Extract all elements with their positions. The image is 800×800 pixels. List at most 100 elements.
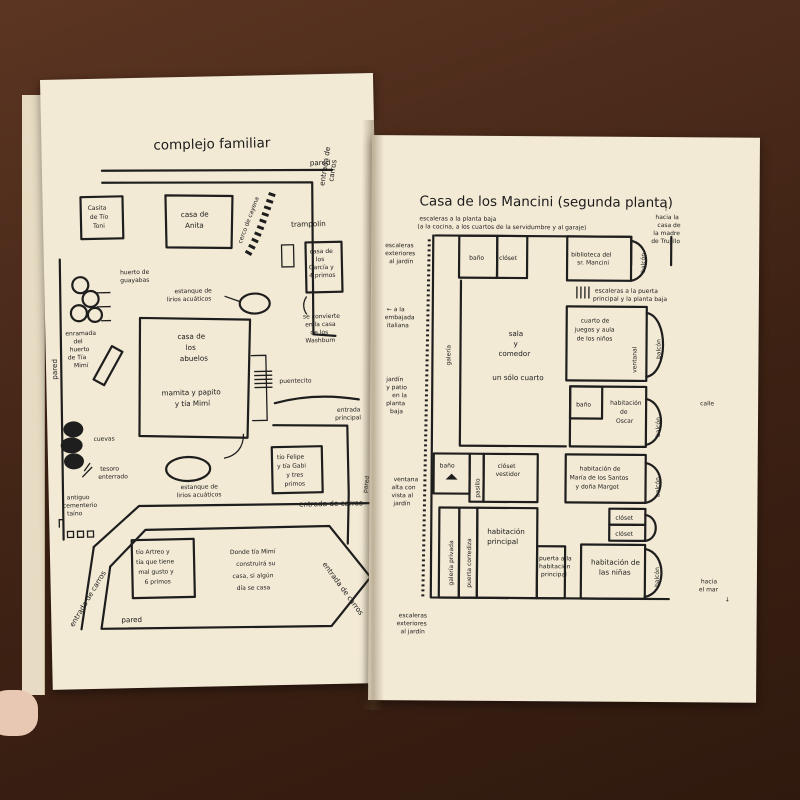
playroom-label-1: cuarto de [581,317,610,324]
library [565,235,633,282]
high-window-label-2: alta con [392,484,416,491]
maria-room [564,453,647,505]
main-stairs-label-2: principal y la planta baja [593,296,668,304]
closet-1-label: clóset [499,255,518,262]
treasure-label-2: enterrado [98,473,128,481]
guava-trees [69,276,112,324]
casa-garcia-label-4: 4 primos [309,272,335,280]
future-house-label-2: construirá su [236,560,276,568]
playroom-label-3: de los niños [577,335,613,342]
treasure-mark [81,462,93,478]
oscar-label-1: habitación [610,400,642,407]
casa-artreo [130,537,196,600]
cemetery-label-3: taíno [67,510,83,517]
mother-house-label-3: la madre [653,230,680,237]
outer-stairs-2-label-2: exteriores [397,620,427,627]
oscar-label-3: Oscar [616,418,634,425]
main-path [273,395,360,405]
arbor-label-1: enramada [65,330,96,338]
high-window-label-1: ventana [394,476,419,483]
felipe-label-4: primos [284,481,305,488]
master-label-1: habitación [487,527,525,536]
pond1-label-1: estanque de [174,287,212,295]
arbor-label-4: de Tía [68,354,87,361]
oscar-room [568,385,648,449]
one-room-label: un sólo cuarto [492,373,543,382]
casa-garcia-label-2: los [316,256,325,263]
gallery-label: galería [445,345,452,366]
treasure-label-1: tesoro [100,465,119,472]
top-wall-label: pared [310,158,331,167]
casita-toni-label-1: Casita [88,205,107,212]
balcony-3-label: balcón [655,417,662,437]
arbor [92,344,124,387]
washburn-label-4: Washburn [305,337,335,345]
left-drive [80,545,95,631]
top-wall-inner [101,181,337,337]
window-label: ventanal [631,346,638,373]
north-arrow: ↑ [663,206,668,213]
sea-label-3: ↓ [725,596,730,603]
bathroom-3-label: baño [440,462,455,469]
embassy-label-2: embajada [385,314,415,321]
top-drive-label-2: carros [326,159,338,182]
closet-2-label: clóset [615,515,634,522]
hedge [242,192,276,260]
artreo-label-2: tía que tiene [136,558,174,566]
master-door-label-2: habitación [539,563,571,570]
high-window-label-4: jardín [392,500,410,507]
outer-stairs-2-label-3: al jardín [401,628,425,635]
gallery-railing [421,239,431,598]
embassy-label-3: italiana [387,322,410,329]
balcony-1-label: balcón [640,253,647,273]
girls-room [579,543,647,601]
right-page: Casa de los Mancini (segunda planta) ↑ h… [368,135,760,703]
main-stairs-label-1: escaleras a la puerta [595,288,658,295]
future-house-label-3: casa, si algún [232,572,273,580]
garden-label-2: y patio [386,384,407,391]
garden-label-1: jardín [385,376,403,383]
washburn-label-1: se convierte [303,313,340,321]
casita-toni [79,195,125,241]
maria-label-3: y doña Margot [576,483,620,490]
pond1-label-2: lirios acuáticos [167,295,212,303]
bathroom-3 [432,452,471,495]
orchard-label-2: guayabas [120,277,149,285]
closet-1 [495,234,529,280]
felipe-label-1: tío Felipe [277,454,305,462]
cemetery-label-2: cementerio [63,502,98,510]
artreo-label-1: tío Artreo y [136,548,170,556]
embassy-label-1: ← a la [387,306,405,313]
balcony-3 [644,397,662,447]
pond-2 [165,455,212,483]
garden-label-4: planta [386,400,405,407]
oscar-label-2: de [620,409,628,416]
trampoline [280,244,295,268]
living-label-2: y [514,339,519,348]
abuelos-label-2: los [186,343,197,352]
main-path-lower [272,424,350,545]
washburn-label-3: de los [310,329,328,336]
library-label-1: biblioteca del [571,251,612,258]
bottom-drive [100,565,372,630]
pond2-label-2: lirios acuáticos [177,491,222,499]
balcony-5-label: balcón [654,567,661,587]
hallway-label: pasillo [474,478,481,498]
maria-label-2: María de los Santos [570,474,629,481]
bathroom-1-label: baño [469,255,484,262]
casa-anita [164,194,234,250]
arbor-label-2: del [73,338,83,345]
left-page-title: complejo familiar [153,135,271,153]
arbor-label-3: huerto [70,346,90,353]
playroom-label-2: juegos y aula [574,326,615,333]
left-page: complejo familiar pared entrada de carro… [40,73,386,690]
sea-label-1: hacia [701,578,717,585]
casa-garcia-label-3: García y [309,264,334,272]
bottom-wall-label: pared [121,615,142,624]
outer-stairs-label-3: al jardín [389,258,413,265]
left-wall [58,258,65,541]
dressing-closet-label-1: clóset [498,463,517,470]
balcony-2-label: balcón [655,339,662,359]
private-gallery-label: galería privada [448,540,455,586]
bridge [254,370,273,389]
